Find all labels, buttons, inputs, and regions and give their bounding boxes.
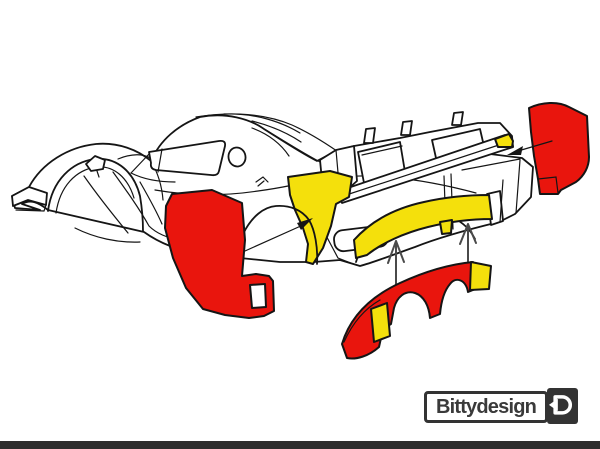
leader-arrow-side-panel	[244, 218, 313, 252]
skirt-tab-right	[469, 261, 492, 291]
side-window	[148, 139, 227, 177]
brand-logo: Bittydesign	[424, 388, 580, 425]
up-arrow-right	[459, 223, 477, 264]
cabin	[148, 113, 345, 187]
front-skirt-highlight	[164, 189, 275, 319]
brand-logo-text: Bittydesign	[435, 396, 537, 418]
wing-mount-tab	[363, 127, 376, 144]
brand-logo-box: Bittydesign	[424, 391, 548, 423]
rear-arch-trim-highlight	[353, 194, 493, 259]
porthole	[227, 146, 247, 168]
front-splitter	[11, 186, 48, 212]
rear-skirt-part	[341, 261, 492, 360]
leader-arrow-endplate	[507, 140, 553, 155]
side-mirror	[85, 155, 106, 178]
skirt-tab-left	[370, 302, 391, 343]
wing-tip-highlight	[494, 133, 514, 148]
wing-mount-tab	[400, 120, 413, 136]
endplate-highlight	[528, 102, 590, 195]
side-panel-highlight	[242, 170, 353, 265]
wing-mount-tab	[451, 111, 464, 126]
rear-wing	[335, 133, 514, 204]
bittydesign-b-icon	[547, 388, 578, 424]
footer-bar-html	[0, 441, 600, 449]
front-wheel-arch	[47, 158, 164, 243]
